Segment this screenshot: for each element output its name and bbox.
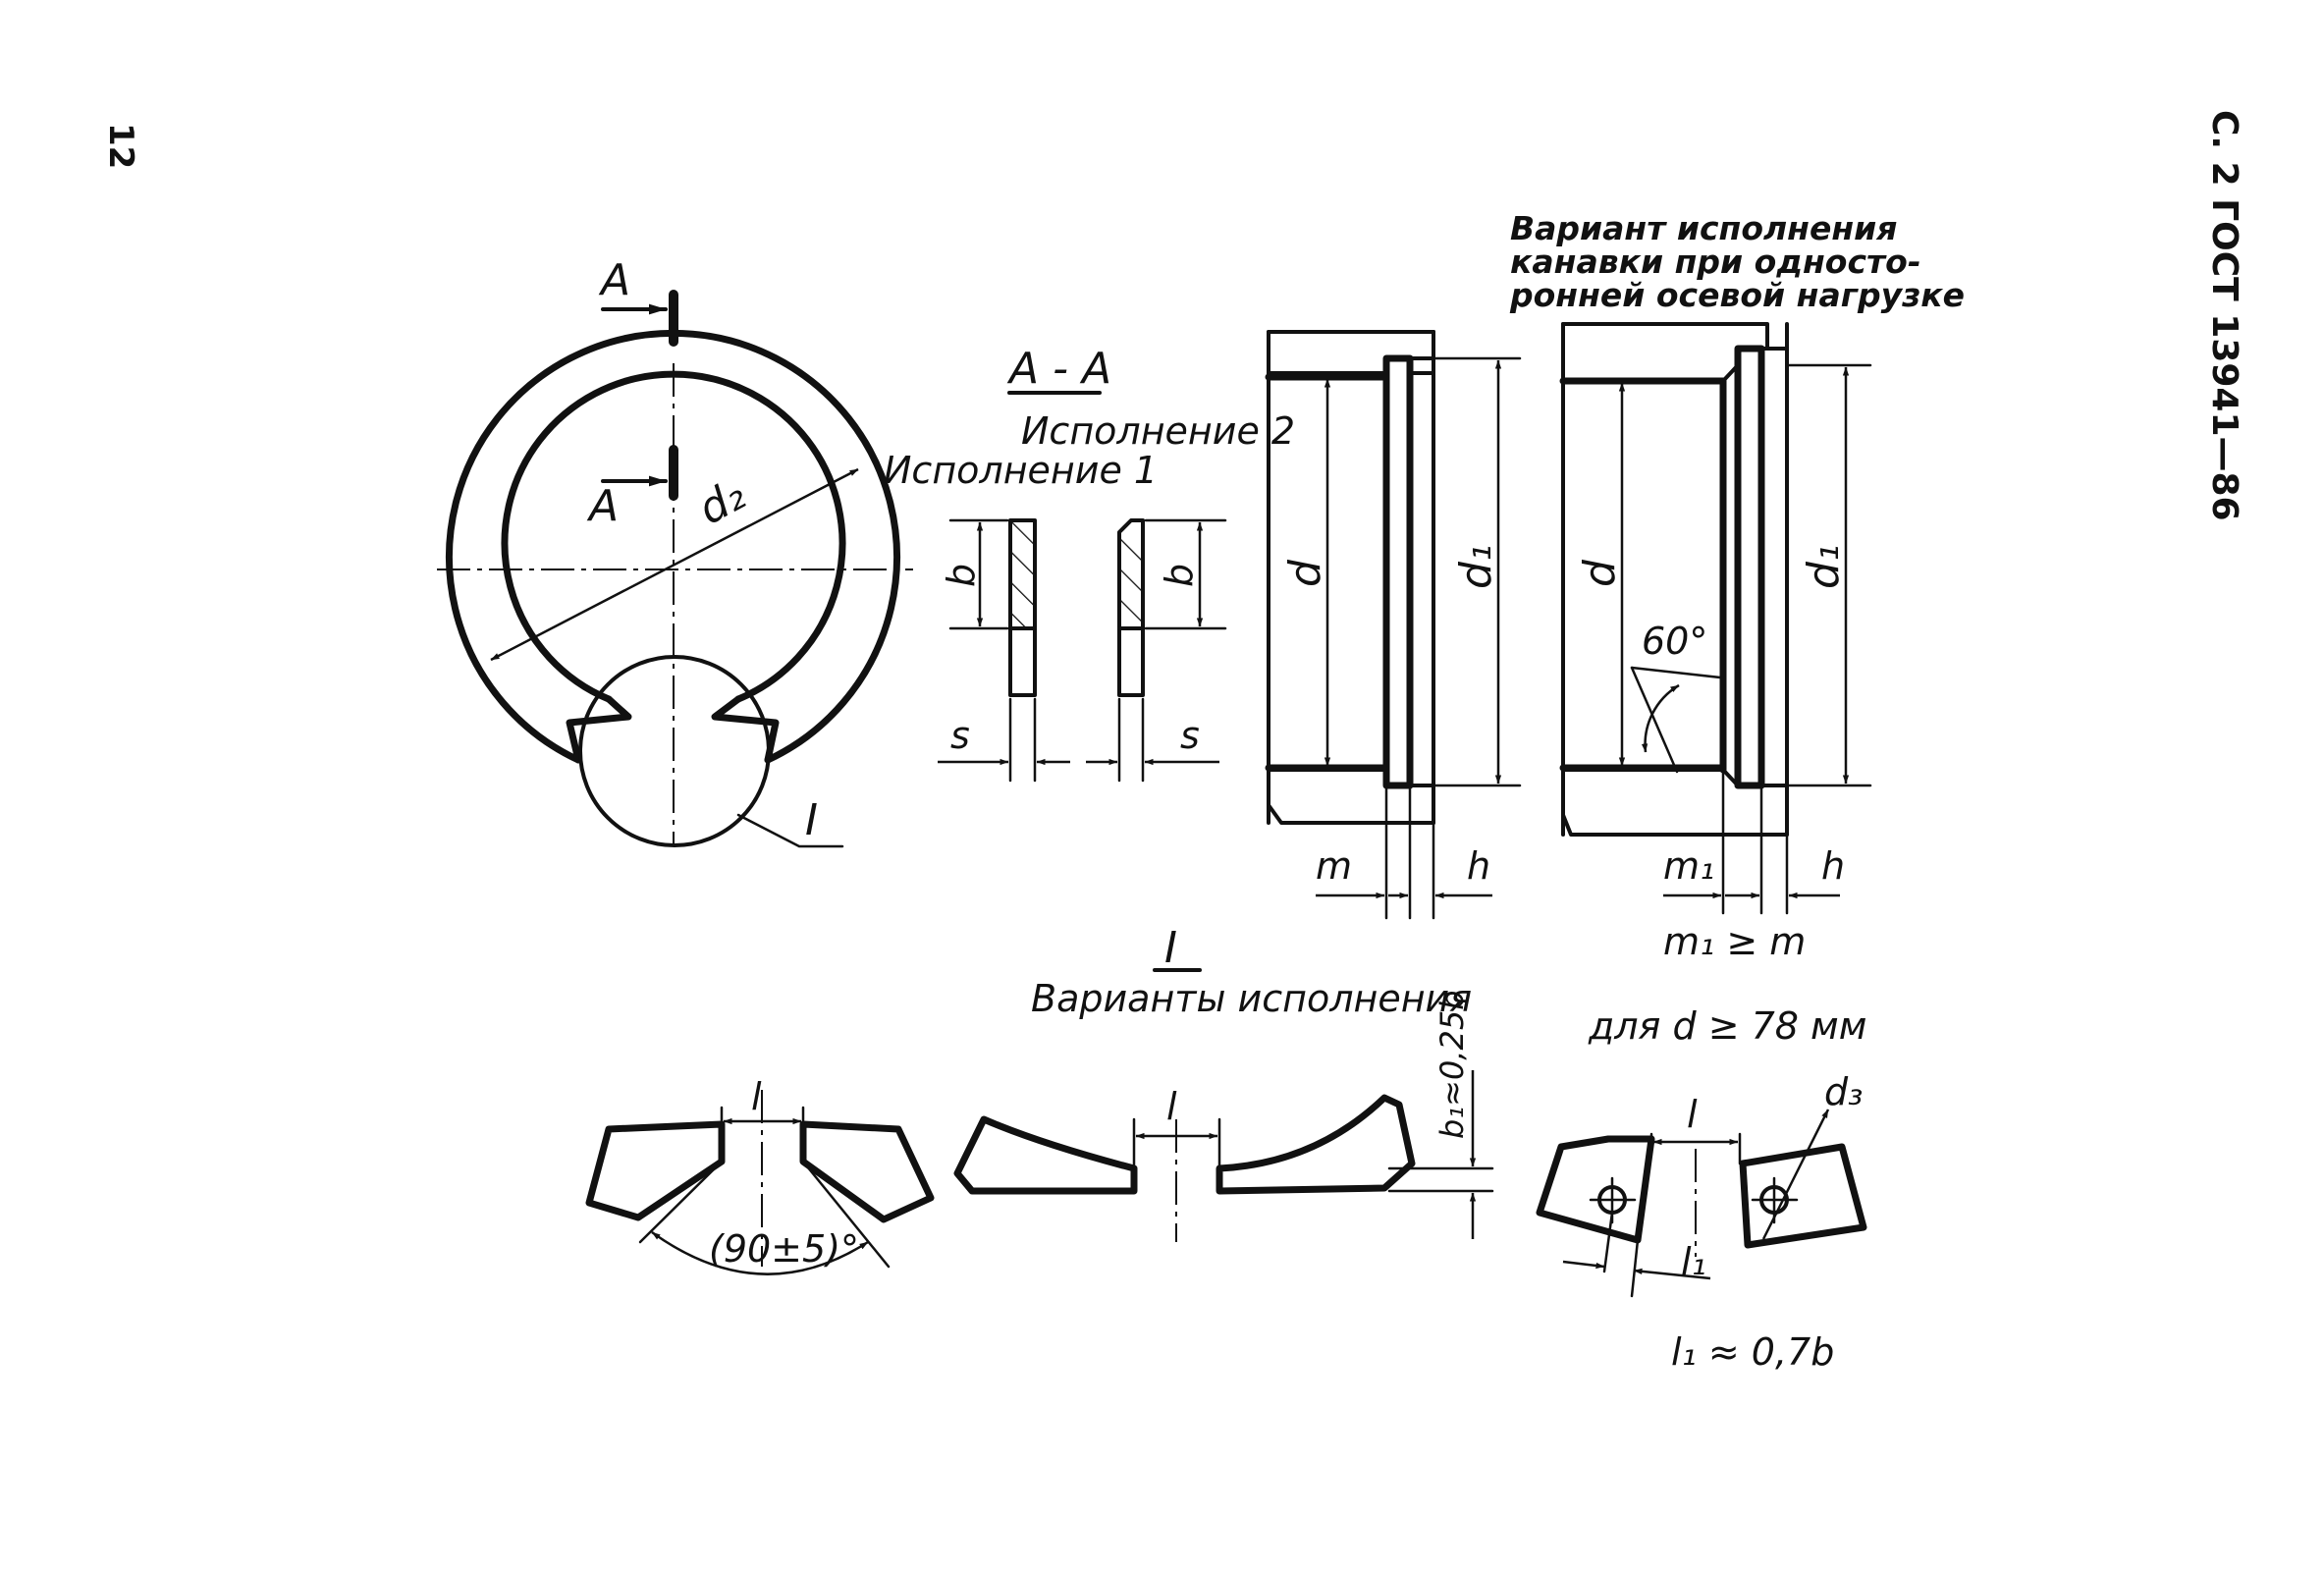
variant-c-d3-label: d₃ xyxy=(1824,1070,1863,1113)
groove1-housing-top-right xyxy=(1408,330,1435,375)
groove1-d-label: d xyxy=(1280,559,1330,587)
variant-note-line-3: ронней осевой нагрузке xyxy=(1509,276,1965,314)
s2-label: s xyxy=(1180,714,1200,757)
variant-b-b1-label: b₁≈0,25b xyxy=(1433,990,1471,1139)
variant-c-right-lug xyxy=(1739,1143,1867,1249)
variant-a-angle-ext-left xyxy=(638,1160,724,1244)
ring-lug-left xyxy=(566,695,632,764)
hole-relation: l₁ ≈ 0,7b xyxy=(1671,1330,1834,1374)
detail-i: I Варианты исполнения для d ≥ 78 мм l (9… xyxy=(585,923,1867,1374)
profile-1-hatch xyxy=(1010,520,1035,628)
section-a-a: А - А Исполнение 2 Исполнение 1 b b s s xyxy=(884,344,1295,783)
version-2-label: Исполнение 2 xyxy=(1021,409,1295,453)
b2-label: b xyxy=(1158,564,1201,587)
groove2-housing-bottom xyxy=(1561,768,1789,837)
detail-variant-angled: l (90±5)° xyxy=(585,1075,935,1275)
section-letter-inner: А xyxy=(586,481,619,531)
variant-note-line-2: канавки при односто- xyxy=(1510,243,1921,281)
detail-variant-straight: l b₁≈0,25b xyxy=(953,990,1494,1242)
groove1-m-label: m xyxy=(1316,844,1352,888)
variant-c-l1-label: l₁ xyxy=(1681,1240,1706,1283)
groove2-m1-label: m₁ xyxy=(1663,844,1714,888)
variant-a-angle-arc xyxy=(651,1230,869,1275)
variant-b-l-label: l xyxy=(1166,1085,1177,1128)
section-title: А - А xyxy=(1006,344,1111,394)
variant-c-l-label: l xyxy=(1687,1093,1698,1136)
groove-relation: m₁ ≥ m xyxy=(1663,920,1806,963)
variant-c-l1-arrow-left xyxy=(1562,1260,1605,1270)
variant-a-angle-ext-right xyxy=(801,1160,891,1269)
ring-lug-right xyxy=(711,695,780,764)
angle-leader-1 xyxy=(1630,666,1679,774)
groove1-d1-label: d₁ xyxy=(1451,544,1501,589)
groove2-ring xyxy=(1734,345,1765,789)
gost-header: С. 2 ГОСТ 13941—86 xyxy=(2204,110,2244,521)
angle-arc xyxy=(1641,683,1680,753)
groove1-ring xyxy=(1382,354,1414,789)
detail-leader xyxy=(736,813,844,848)
version-1-label: Исполнение 1 xyxy=(884,449,1158,492)
detail-title: I xyxy=(1164,923,1177,973)
large-condition: для d ≥ 78 мм xyxy=(1588,1004,1866,1048)
groove2-h-label: h xyxy=(1821,844,1845,888)
variant-c-l1-arrow-right xyxy=(1633,1268,1711,1280)
detail-caption: Варианты исполнения xyxy=(1031,977,1472,1020)
page-number: 12 xyxy=(101,123,140,169)
b1-label: b xyxy=(940,564,983,587)
variant-b-left-lug xyxy=(953,1115,1138,1195)
angle-label: 60° xyxy=(1642,620,1707,663)
angle-leader-2 xyxy=(1630,666,1722,679)
ring-view: I А А d₂ xyxy=(437,255,913,848)
section-letter-top: А xyxy=(598,255,630,305)
d2-dimension-line xyxy=(490,467,859,662)
detail-variant-holes: l d₃ l₁ l₁ ≈ 0,7b xyxy=(1536,1070,1867,1374)
variant-a-left-lug xyxy=(585,1120,726,1221)
variant-a-right-lug xyxy=(799,1120,935,1223)
profile-2-contour xyxy=(1117,518,1145,697)
s1-label: s xyxy=(950,714,970,757)
variant-c-l1-ext-2 xyxy=(1630,1238,1640,1298)
variant-c-d3-leader xyxy=(1761,1109,1830,1240)
groove-section-2: Вариант исполнения канавки при односто- … xyxy=(1509,209,1965,963)
variant-c-l1-ext-1 xyxy=(1602,1211,1614,1273)
groove2-d1-label: d₁ xyxy=(1799,544,1849,589)
detail-circle-label: I xyxy=(805,795,818,845)
d2-label: d₂ xyxy=(690,469,753,534)
profile-1-contour xyxy=(1008,518,1037,697)
variant-a-angle-label: (90±5)° xyxy=(709,1227,859,1271)
groove2-d-label: d xyxy=(1575,559,1625,587)
variant-c-left-lug xyxy=(1536,1135,1655,1244)
groove-section-1: d d₁ m h xyxy=(1265,330,1522,920)
groove1-h-label: h xyxy=(1467,844,1490,888)
variant-a-l-label: l xyxy=(751,1075,762,1118)
profile-2-hatch xyxy=(1119,530,1143,628)
variant-note-line-1: Вариант исполнения xyxy=(1510,209,1897,247)
variant-b-right-lug xyxy=(1216,1094,1416,1195)
